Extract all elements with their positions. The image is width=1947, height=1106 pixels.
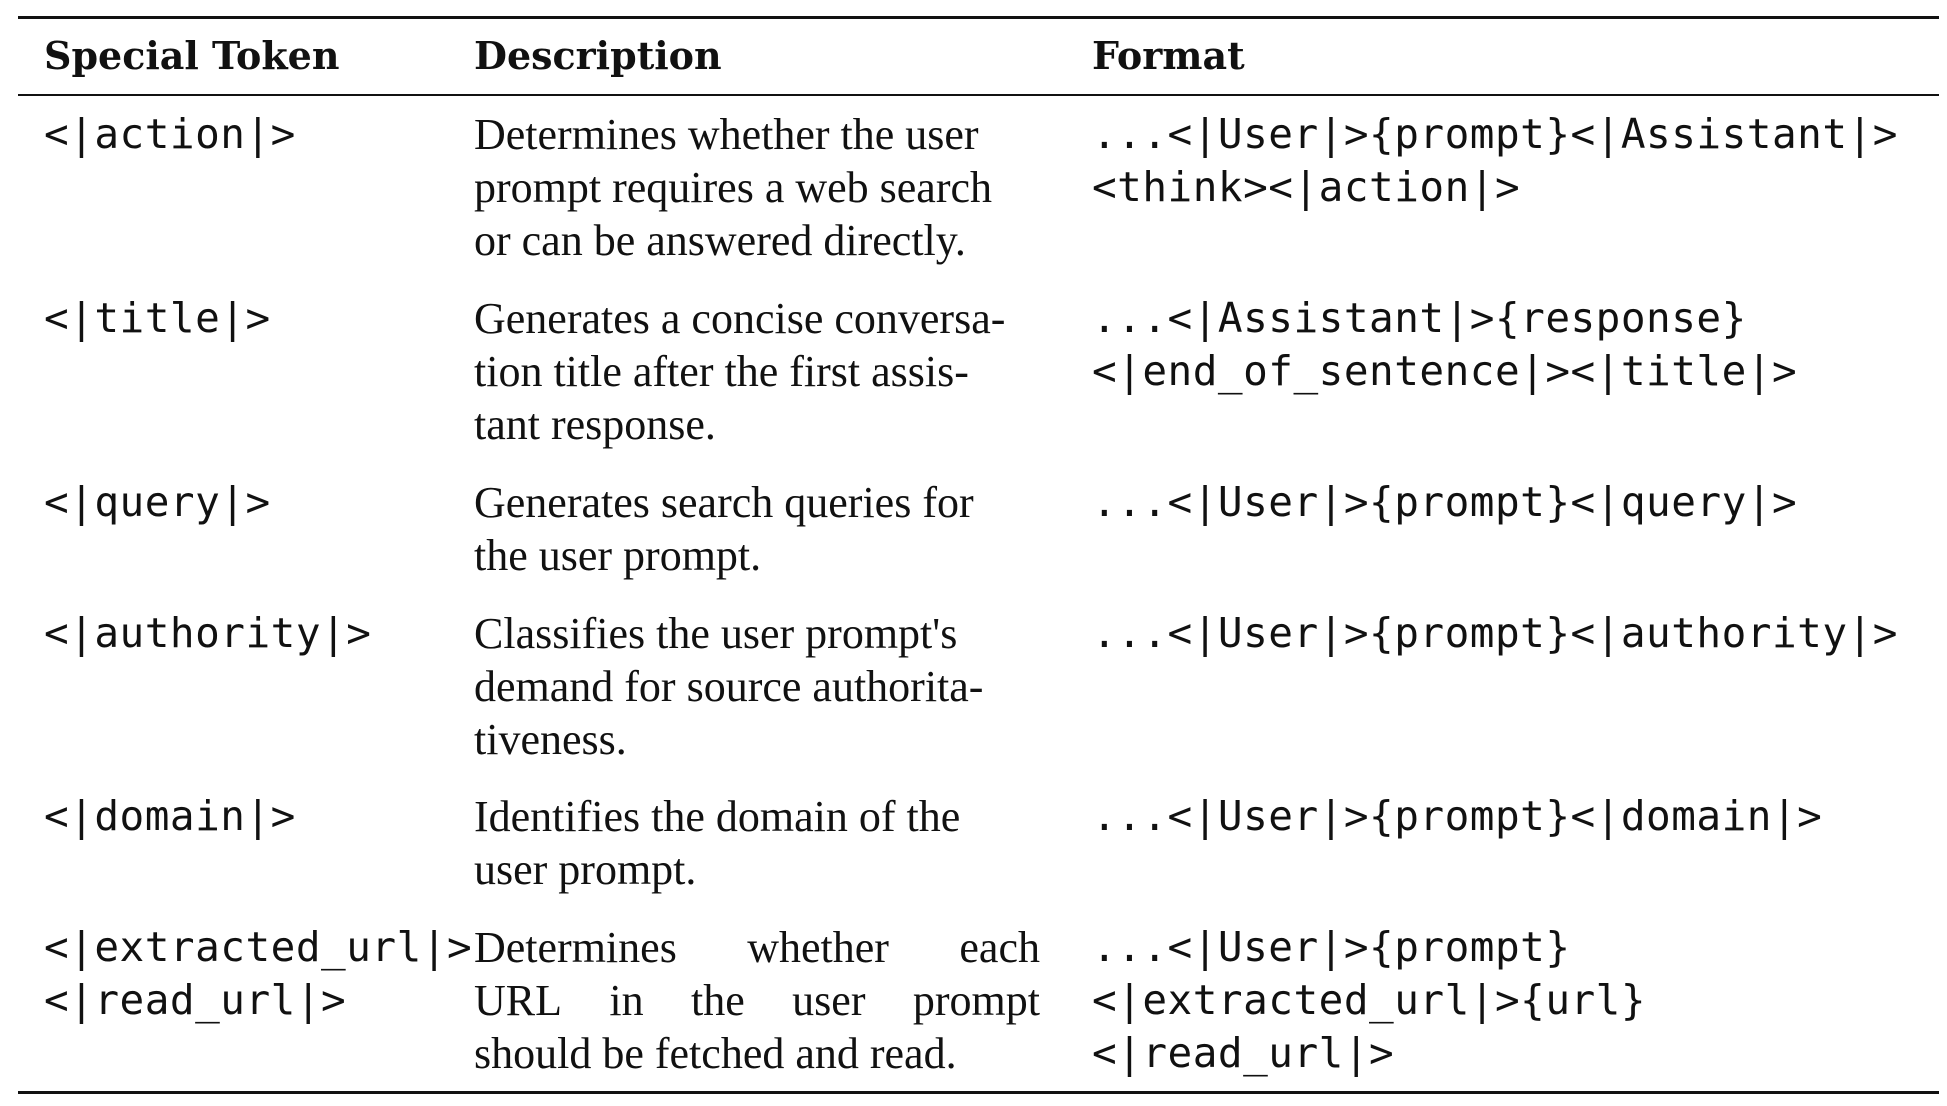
token-text: <|extracted_url|> [44,923,473,971]
format-line: <|extracted_url|>{url} [1092,976,1647,1024]
header-rule [18,94,1939,96]
description-line: prompt requires a web search [474,163,993,212]
format-line: <think><|action|> [1092,163,1521,211]
format-line: ...<|Assistant|>{response} [1092,294,1747,342]
token-text: <|action|> [44,110,296,158]
top-rule [18,16,1939,19]
description-word: URL [474,976,562,1025]
header-special-token: Special Token [44,33,340,78]
description-cell: Classifies the user prompt's demand for … [474,607,983,766]
description-word: user [792,976,866,1025]
token-text: <|domain|> [44,792,296,840]
description-line-justified: Determines whether each [474,921,1040,974]
description-line: demand for source authorita- [474,662,984,711]
description-line: user prompt. [474,845,697,894]
description-word: prompt [912,976,1040,1025]
description-word: the [691,976,745,1025]
token-text: <|authority|> [44,609,372,657]
description-line: should be fetched and read. [474,1029,957,1078]
format-line: <|end_of_sentence|><|title|> [1092,347,1798,395]
description-cell: Generates a concise conversa- tion title… [474,292,1005,451]
description-cell: Determines whether the user prompt requi… [474,108,992,267]
header-description: Description [474,33,722,78]
format-cell: ...<|Assistant|>{response} <|end_of_sent… [1092,292,1797,398]
format-line: ...<|User|>{prompt}<|authority|> [1092,609,1898,657]
description-line: tiveness. [474,715,627,764]
description-line: Identifies the domain of the [474,792,961,841]
description-line: the user prompt. [474,531,762,580]
token-text: <|title|> [44,294,271,342]
token-cell: <|action|> [44,108,296,161]
token-cell: <|title|> [44,292,271,345]
format-line: ...<|User|>{prompt}<|query|> [1092,478,1798,526]
format-line: ...<|User|>{prompt}<|domain|> [1092,792,1823,840]
header-format: Format [1092,33,1245,78]
description-line: tant response. [474,400,716,449]
description-cell: Identifies the domain of the user prompt… [474,790,960,896]
format-line: <|read_url|> [1092,1029,1395,1077]
description-word: each [959,923,1040,972]
format-line: ...<|User|>{prompt} [1092,923,1571,971]
description-line: tion title after the first assis- [474,347,969,396]
format-cell: ...<|User|>{prompt}<|Assistant|> <think>… [1092,108,1898,214]
format-cell: ...<|User|>{prompt} <|extracted_url|>{ur… [1092,921,1646,1080]
description-line: Generates a concise conversa- [474,294,1006,343]
format-line: ...<|User|>{prompt}<|Assistant|> [1092,110,1898,158]
description-word: Determines [474,923,677,972]
token-cell: <|query|> [44,476,271,529]
format-cell: ...<|User|>{prompt}<|query|> [1092,476,1797,529]
token-cell: <|extracted_url|> <|read_url|> [44,921,472,1027]
token-cell: <|authority|> [44,607,371,660]
token-cell: <|domain|> [44,790,296,843]
token-text: <|read_url|> [44,976,347,1024]
bottom-rule [18,1091,1939,1094]
description-line: Classifies the user prompt's [474,609,958,658]
description-cell: Generates search queries for the user pr… [474,476,974,582]
description-word: whether [747,923,889,972]
description-line: Determines whether the user [474,110,979,159]
format-cell: ...<|User|>{prompt}<|domain|> [1092,790,1822,843]
description-line: Generates search queries for [474,478,974,527]
description-line: or can be answered directly. [474,216,966,265]
format-cell: ...<|User|>{prompt}<|authority|> [1092,607,1898,660]
description-word: in [609,976,644,1025]
token-text: <|query|> [44,478,271,526]
